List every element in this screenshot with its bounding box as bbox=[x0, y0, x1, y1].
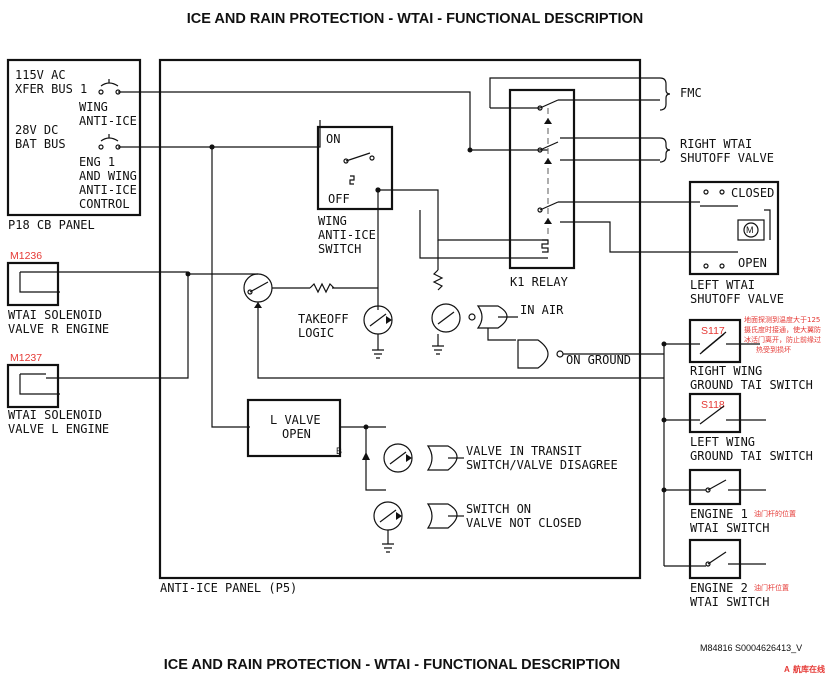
l-valve-open-mark: B bbox=[336, 446, 342, 456]
engine-switch-icon bbox=[664, 479, 766, 493]
transit-gate-icon bbox=[426, 445, 458, 471]
cb-xfer-bus-label: XFER BUS 1 bbox=[15, 82, 87, 96]
switch-on-label-2: VALVE NOT CLOSED bbox=[466, 516, 582, 530]
cb-115v-label: 115V AC bbox=[15, 68, 66, 82]
switch-on-switch-icon bbox=[373, 501, 403, 553]
takeoff-logic-switch-icon bbox=[363, 305, 393, 359]
on-ground-label: ON GROUND bbox=[566, 353, 631, 367]
switch-on-label-1: SWITCH ON bbox=[466, 502, 531, 516]
ground-switch-icon bbox=[664, 331, 760, 355]
anti-ice-panel-name: ANTI-ICE PANEL (P5) bbox=[160, 581, 297, 595]
logo-watermark: A 航库在线 bbox=[784, 664, 825, 674]
k1-relay-box bbox=[508, 88, 576, 270]
engine2-note: 油门杆位置 bbox=[754, 583, 789, 592]
toggle-switch-icon bbox=[343, 152, 381, 193]
left-valve-label-2: SHUTOFF VALVE bbox=[690, 292, 784, 306]
right-gnd-label-2: GROUND TAI SWITCH bbox=[690, 378, 813, 392]
left-gnd-label-1: LEFT WING bbox=[690, 435, 755, 449]
takeoff-label-1: TAKEOFF bbox=[298, 312, 349, 326]
switch-on-gate-icon bbox=[426, 503, 458, 529]
valve-closed-label: CLOSED bbox=[731, 186, 774, 200]
svg-text:地面探测到温度大于125: 地面探测到温度大于125 bbox=[744, 315, 820, 324]
takeoff-label-2: LOGIC bbox=[298, 326, 334, 340]
fmc-label: FMC bbox=[680, 86, 702, 100]
relay-switch-icon bbox=[243, 273, 273, 303]
k1-relay-label: K1 RELAY bbox=[510, 275, 569, 289]
left-gnd-tag: S118 bbox=[701, 399, 725, 411]
left-shutoff-valve-box bbox=[688, 180, 780, 276]
switch-off-label: OFF bbox=[328, 192, 350, 206]
solenoid-l-box bbox=[6, 363, 60, 409]
engine2-label-1: ENGINE 2 bbox=[690, 581, 748, 595]
engine1-label-2: WTAI SWITCH bbox=[690, 521, 769, 535]
svg-text:摄氏度时接通，使大翼防: 摄氏度时接通，使大翼防 bbox=[744, 325, 821, 334]
wing-switch-label-1: WING bbox=[318, 214, 347, 228]
l-valve-open-label-2: OPEN bbox=[282, 427, 311, 441]
cb-wing-label: WING bbox=[79, 100, 108, 114]
circuit-breaker-icon bbox=[98, 134, 121, 150]
page-title: ICE AND RAIN PROTECTION - WTAI - FUNCTIO… bbox=[187, 11, 643, 27]
solenoid-r-label-1: WTAI SOLENOID bbox=[8, 308, 102, 322]
valve-motor-icon: M bbox=[700, 189, 771, 269]
svg-text:航库在线: 航库在线 bbox=[793, 664, 825, 674]
on-ground-gate-icon bbox=[517, 339, 564, 369]
cb-anti-ice-label: ANTI-ICE bbox=[79, 114, 137, 128]
right-wing-ground-switch-box bbox=[688, 318, 742, 364]
transit-switch-icon bbox=[383, 443, 413, 473]
cb-28v-label: 28V DC bbox=[15, 123, 58, 137]
svg-text:热受到损坏: 热受到损坏 bbox=[756, 345, 791, 354]
ground-switch-icon bbox=[664, 405, 766, 425]
transit-label-2: SWITCH/VALVE DISAGREE bbox=[466, 458, 618, 472]
figure-id: M84816 S0004626413_V bbox=[700, 643, 802, 653]
left-gnd-label-2: GROUND TAI SWITCH bbox=[690, 449, 813, 463]
l-valve-open-box bbox=[246, 398, 342, 458]
engine1-note: 油门杆的位置 bbox=[754, 509, 796, 518]
solenoid-l-label-1: WTAI SOLENOID bbox=[8, 408, 102, 422]
page-footer-title: ICE AND RAIN PROTECTION - WTAI - FUNCTIO… bbox=[164, 657, 620, 673]
engine1-wtai-switch-box bbox=[688, 468, 742, 506]
cb-control-label: CONTROL bbox=[79, 197, 130, 211]
cb-panel-name: P18 CB PANEL bbox=[8, 218, 95, 232]
svg-text:冰活门离开，防止前缘过: 冰活门离开，防止前缘过 bbox=[744, 335, 821, 344]
l-valve-open-label-1: L VALVE bbox=[270, 413, 321, 427]
cb-bat-bus-label: BAT BUS bbox=[15, 137, 66, 151]
wing-switch-label-3: SWITCH bbox=[318, 242, 361, 256]
left-wing-ground-switch-box bbox=[688, 392, 742, 434]
relay-contact-icon bbox=[537, 99, 559, 253]
svg-text:A: A bbox=[784, 665, 790, 674]
right-gnd-tag: S117 bbox=[701, 325, 725, 337]
cb-panel-box bbox=[6, 58, 142, 217]
left-valve-label-1: LEFT WTAI bbox=[690, 278, 755, 292]
annotation-note: 地面探测到温度大于125 摄氏度时接通，使大翼防 冰活门离开，防止前缘过 热受到… bbox=[744, 315, 821, 354]
right-gnd-label-1: RIGHT WING bbox=[690, 364, 762, 378]
solenoid-r-tag: M1236 bbox=[10, 250, 42, 262]
solenoid-r-box bbox=[6, 261, 60, 307]
wing-anti-ice-switch-box bbox=[316, 125, 394, 211]
solenoid-l-label-2: VALVE L ENGINE bbox=[8, 422, 109, 436]
in-air-label: IN AIR bbox=[520, 303, 564, 317]
in-air-gate-icon bbox=[468, 305, 508, 329]
engine-switch-icon bbox=[664, 551, 766, 567]
solenoid-l-tag: M1237 bbox=[10, 352, 42, 364]
engine2-label-2: WTAI SWITCH bbox=[690, 595, 769, 609]
right-valve-label-2: SHUTOFF VALVE bbox=[680, 151, 774, 165]
solenoid-r-label-2: VALVE R ENGINE bbox=[8, 322, 109, 336]
cb-eng1-label: ENG 1 bbox=[79, 155, 115, 169]
in-air-switch-icon bbox=[431, 303, 461, 355]
engine1-label-1: ENGINE 1 bbox=[690, 507, 748, 521]
transit-label-1: VALVE IN TRANSIT bbox=[466, 444, 582, 458]
cb-anti-ice2-label: ANTI-ICE bbox=[79, 183, 137, 197]
svg-text:M: M bbox=[746, 225, 754, 235]
circuit-breaker-icon bbox=[98, 79, 121, 95]
engine2-wtai-switch-box bbox=[688, 538, 742, 580]
cb-and-wing-label: AND WING bbox=[79, 169, 137, 183]
valve-open-label: OPEN bbox=[738, 256, 767, 270]
right-valve-label-1: RIGHT WTAI bbox=[680, 137, 752, 151]
switch-on-label: ON bbox=[326, 132, 340, 146]
anti-ice-panel-box bbox=[158, 58, 642, 580]
wing-switch-label-2: ANTI-ICE bbox=[318, 228, 376, 242]
